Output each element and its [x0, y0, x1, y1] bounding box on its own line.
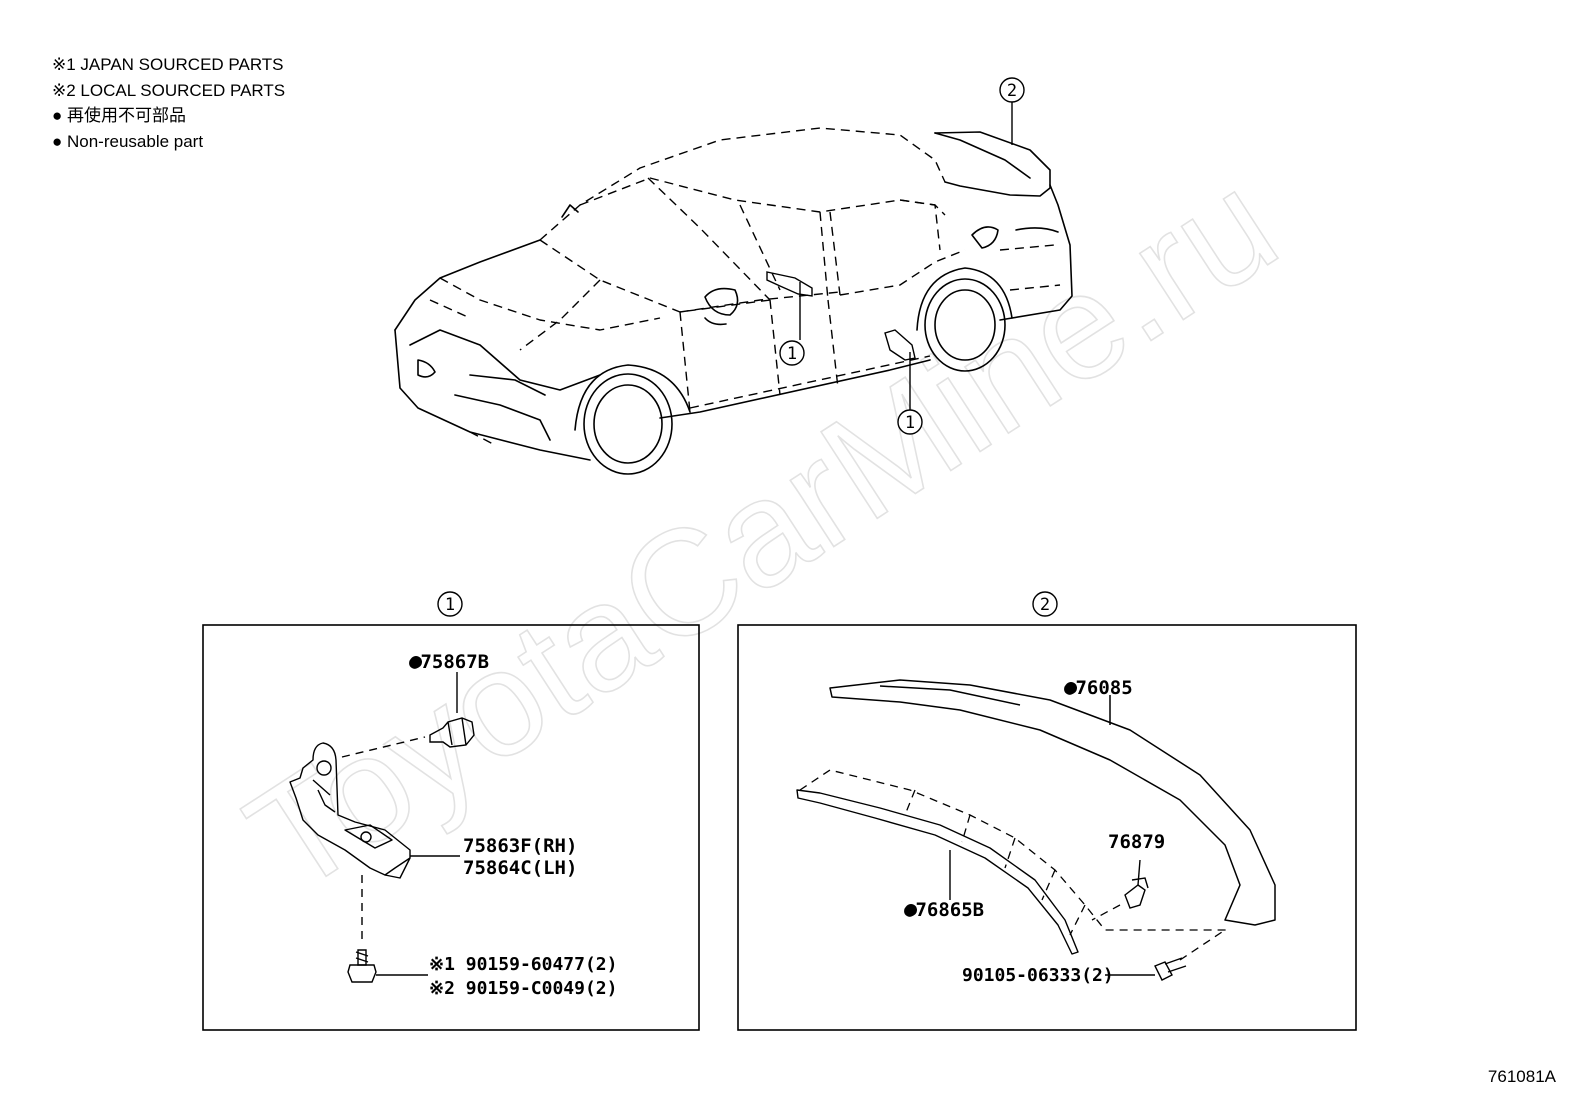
box1-bolt-japan: ※1 90159-60477(2) [429, 954, 617, 975]
box2-part-76865b: ●76865B [904, 899, 984, 921]
detail-box-1: 1 ●75867B [202, 591, 700, 1031]
bracket-drawing [289, 742, 411, 879]
box1-part-75863f: 75863F(RH) [463, 835, 577, 857]
clip-leader [341, 736, 426, 758]
callout-bracket-rear-label: 1 [905, 413, 915, 433]
clip-76879-drawing [1124, 859, 1149, 909]
box1-header: 1 [445, 595, 455, 615]
detail-box-2: 2 ●76085 [737, 591, 1357, 1031]
legend: ※1 JAPAN SOURCED PARTS ※2 LOCAL SOURCED … [52, 52, 285, 154]
legend-japan-sourced: ※1 JAPAN SOURCED PARTS [52, 55, 284, 74]
seal-hidden-lines [799, 769, 1230, 936]
rear-wheel [924, 278, 1006, 372]
clip-75867b-drawing [429, 672, 475, 748]
box2-part-76085: ●76085 [1064, 677, 1133, 699]
callout-bracket-rear: 1 [897, 409, 923, 435]
seal-76865b-drawing [796, 789, 1079, 955]
legend-local-sourced: ※2 LOCAL SOURCED PARTS [52, 80, 286, 100]
car-bracket-front [766, 271, 813, 340]
callout-spoiler: 2 [999, 77, 1025, 103]
callout-bracket-front: 1 [779, 340, 805, 366]
box1-bolt-local: ※2 90159-C0049(2) [429, 978, 617, 999]
box2-header: 2 [1040, 595, 1050, 615]
legend-non-reusable-en: ● Non-reusable part [52, 131, 204, 151]
box1-part-75864c: 75864C(LH) [463, 857, 577, 879]
car-hidden-lines [429, 127, 1061, 446]
box2-bolt-90105: 90105-06333(2) [962, 965, 1114, 986]
figure-id: 761081A [1488, 1067, 1557, 1086]
callout-bracket-front-label: 1 [787, 344, 797, 364]
car-bracket-rear [884, 329, 916, 410]
front-wheel [583, 373, 673, 475]
legend-non-reusable-jp: ● 再使用不可部品 [52, 106, 186, 125]
box1-part-75867b: ●75867B [409, 651, 489, 673]
box2-part-76879: 76879 [1108, 831, 1165, 853]
bolt-90105-leader [1179, 929, 1226, 961]
bolt-90105-drawing [1105, 957, 1187, 981]
bolt-90159-drawing [347, 949, 428, 983]
watermark: ToyotaCarMine.ru [220, 139, 1304, 925]
callout-spoiler-label: 2 [1007, 81, 1017, 101]
spoiler-76085-drawing [829, 679, 1276, 926]
